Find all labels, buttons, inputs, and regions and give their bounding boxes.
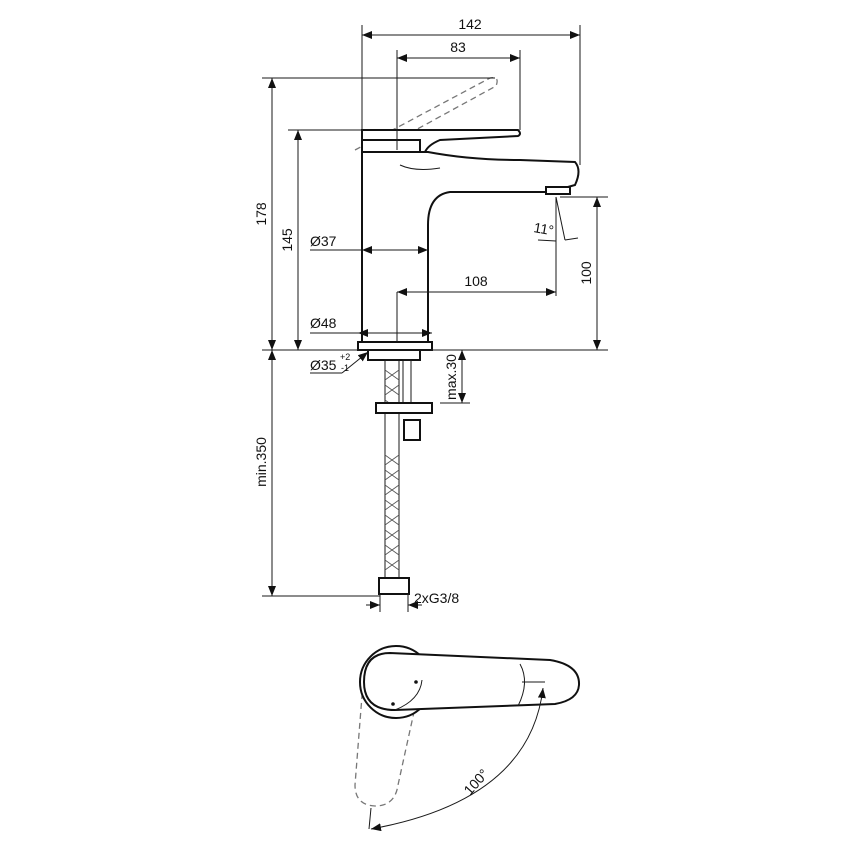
dim-11deg: 11° — [532, 219, 555, 238]
dim-max30: max.30 — [443, 354, 459, 400]
dim-83: 83 — [450, 39, 466, 55]
dim-d35: Ø35 — [310, 357, 337, 373]
dim-d35-tol-upper: +2 — [340, 352, 350, 362]
aerator — [545, 186, 571, 195]
dim-108: 108 — [464, 273, 488, 289]
dim-100: 100 — [578, 261, 594, 285]
handle-top — [362, 651, 581, 712]
dim-d48: Ø48 — [310, 315, 337, 331]
base-plate — [357, 341, 433, 351]
fixing-nut — [375, 402, 433, 414]
dim-178: 178 — [253, 202, 269, 226]
stud — [402, 359, 412, 406]
connector-nut — [378, 577, 410, 595]
dim-142: 142 — [458, 16, 482, 32]
faucet-side-view — [354, 77, 580, 595]
dimension-lines — [262, 25, 608, 612]
hose — [384, 359, 400, 581]
dim-connection: 2xG3/8 — [414, 590, 459, 606]
dim-100deg: 100° — [460, 766, 491, 798]
dim-d35-tol-lower: -1 — [341, 363, 349, 373]
faucet-top-view: 100° — [354, 645, 581, 832]
dim-min350: min.350 — [253, 437, 269, 487]
mount-ring — [367, 349, 421, 361]
dim-d37: Ø37 — [310, 233, 337, 249]
dim-145: 145 — [279, 228, 295, 252]
dimension-labels: 142 83 178 145 Ø37 108 100 11° Ø48 Ø35 +… — [253, 16, 594, 606]
faucet-body — [361, 151, 580, 343]
valve — [403, 419, 421, 441]
